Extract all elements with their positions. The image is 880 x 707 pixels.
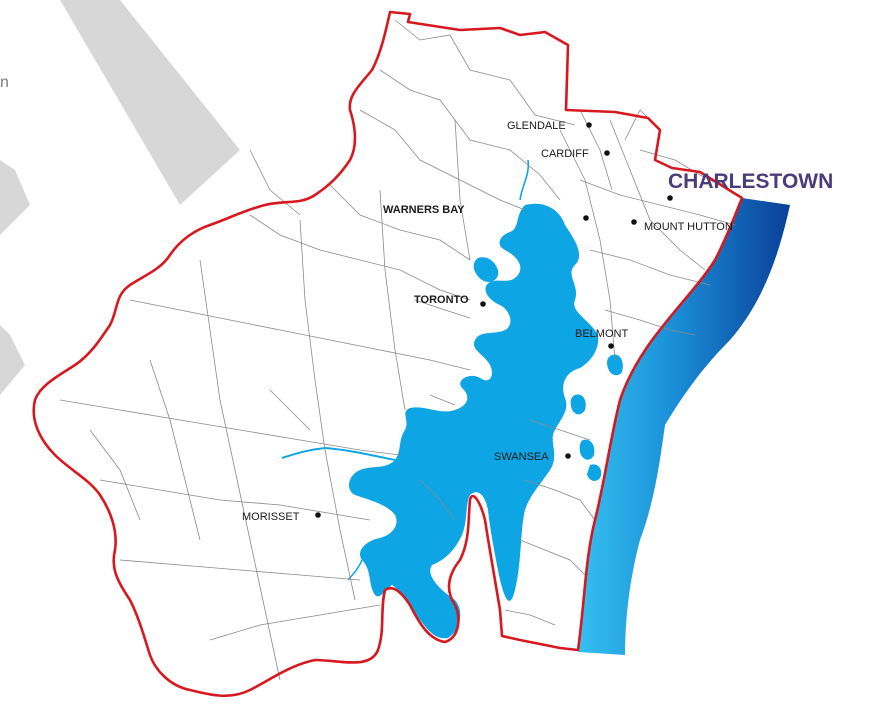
watermark-stripe — [60, 0, 240, 205]
watermark-stripe — [0, 325, 25, 395]
label-cardiff: CARDIFF — [541, 148, 589, 160]
marker-charlestown — [667, 195, 673, 201]
label-morisset: MORISSET — [242, 511, 300, 523]
town-markers — [315, 122, 673, 518]
lga-boundary — [32, 10, 744, 698]
label-charlestown: CHARLESTOWN — [668, 170, 833, 193]
watermark: n — [0, 0, 240, 395]
watermark-stripe — [0, 160, 30, 235]
marker-swansea — [565, 453, 571, 459]
label-glendale: GLENDALE — [507, 120, 566, 132]
watermark-text: n — [0, 74, 9, 91]
suburb-boundaries — [59, 19, 736, 681]
ocean — [578, 198, 790, 655]
marker-mount-hutton — [631, 219, 637, 225]
label-mount-hutton: MOUNT HUTTON — [644, 221, 733, 233]
marker-belmont — [608, 343, 614, 349]
marker-morisset — [315, 512, 321, 518]
label-swansea: SWANSEA — [494, 451, 549, 463]
lake-macquarie — [281, 159, 623, 639]
marker-toronto — [480, 301, 486, 307]
marker-cardiff — [604, 150, 610, 156]
label-warners-bay: WARNERS BAY — [383, 204, 465, 216]
marker-unnamed — [583, 215, 589, 221]
label-belmont: BELMONT — [575, 328, 628, 340]
place-labels: GLENDALE CARDIFF CHARLESTOWN WARNERS BAY… — [242, 120, 833, 523]
marker-glendale — [586, 122, 592, 128]
label-toronto: TORONTO — [414, 294, 469, 306]
